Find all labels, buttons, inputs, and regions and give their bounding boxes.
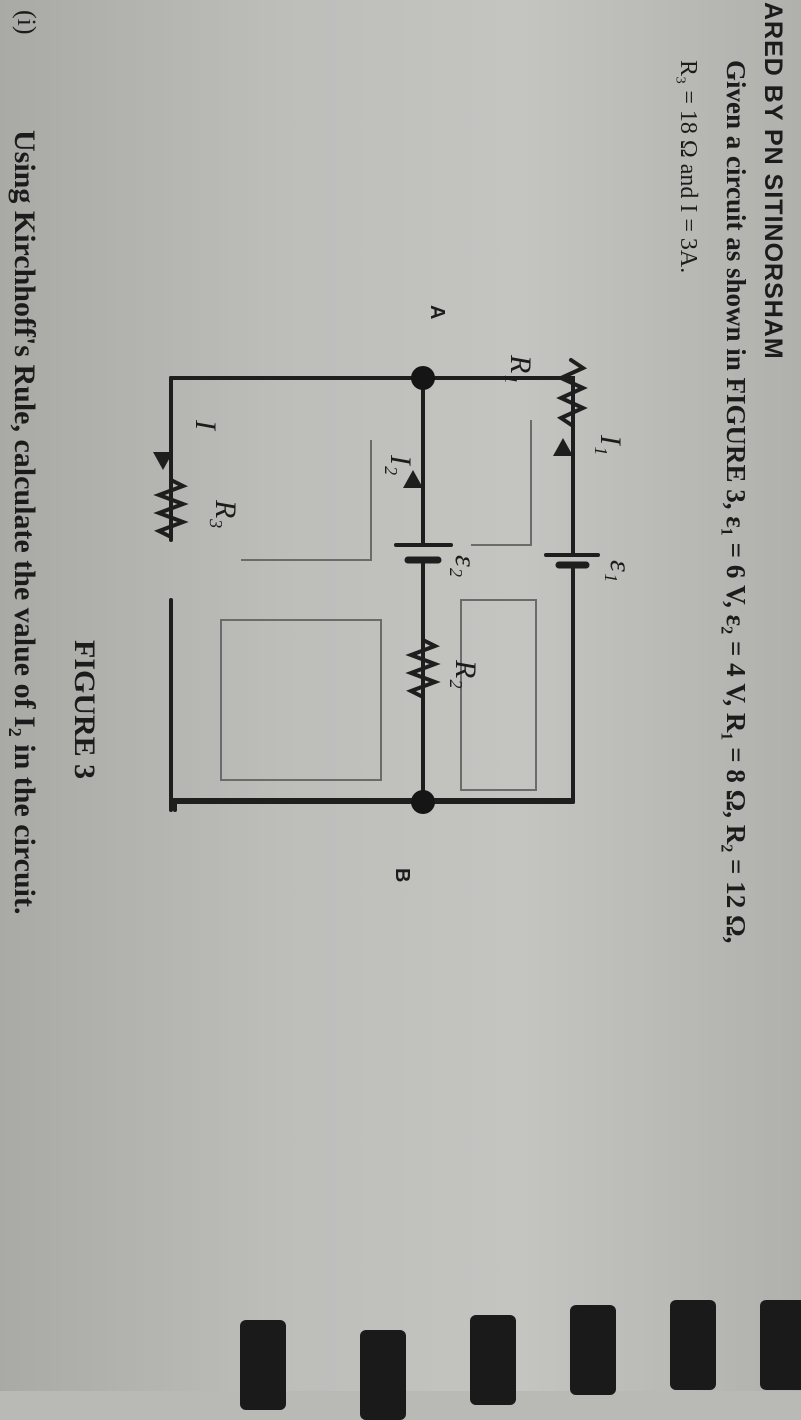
- arrow-i: [153, 452, 173, 470]
- binding-ring: [670, 1300, 716, 1390]
- resistor-r2: [405, 638, 441, 699]
- loop-sketch-2: [220, 440, 382, 781]
- figure-caption: FIGURE 3: [68, 640, 101, 780]
- label-i: I: [189, 419, 222, 432]
- node-a: [411, 366, 435, 390]
- question-text: Using Kirchhoff's Rule, calculate the va…: [8, 130, 41, 915]
- label-node-b: B: [391, 868, 413, 882]
- binding-ring: [760, 1300, 801, 1390]
- binding-ring: [240, 1320, 286, 1410]
- wire-right-top: [173, 800, 575, 812]
- rotated-page: ARED BY PN SITINORSHAM Given a circuit a…: [8, 2, 787, 943]
- binding-ring: [570, 1305, 616, 1395]
- label-r2: R₂: [449, 659, 482, 689]
- node-b: [411, 790, 435, 814]
- label-e1: ε₁: [604, 560, 637, 582]
- label-i1: I₁: [594, 434, 627, 455]
- loop-sketch-1: [460, 420, 537, 791]
- spiral-binding: [0, 1300, 801, 1420]
- binding-ring: [360, 1330, 406, 1420]
- circuit-diagram: R₁ I₁ ε₁ I₂ ε₂ R₂ I R₃ A B: [153, 305, 637, 882]
- resistor-r1: [556, 358, 588, 428]
- label-i2: I₂: [384, 454, 417, 475]
- label-e2: ε₂: [449, 555, 482, 577]
- paper-background: [0, 0, 801, 1391]
- arrow-i1: [553, 438, 573, 456]
- question-number: (i): [12, 10, 41, 35]
- label-node-a: A: [426, 305, 448, 319]
- arrow-i2: [403, 470, 423, 488]
- label-r3: R₃: [209, 499, 242, 529]
- resistor-r3: [153, 478, 189, 539]
- label-r1: R₁: [504, 354, 537, 384]
- binding-ring: [470, 1315, 516, 1405]
- wire-top: [169, 376, 575, 804]
